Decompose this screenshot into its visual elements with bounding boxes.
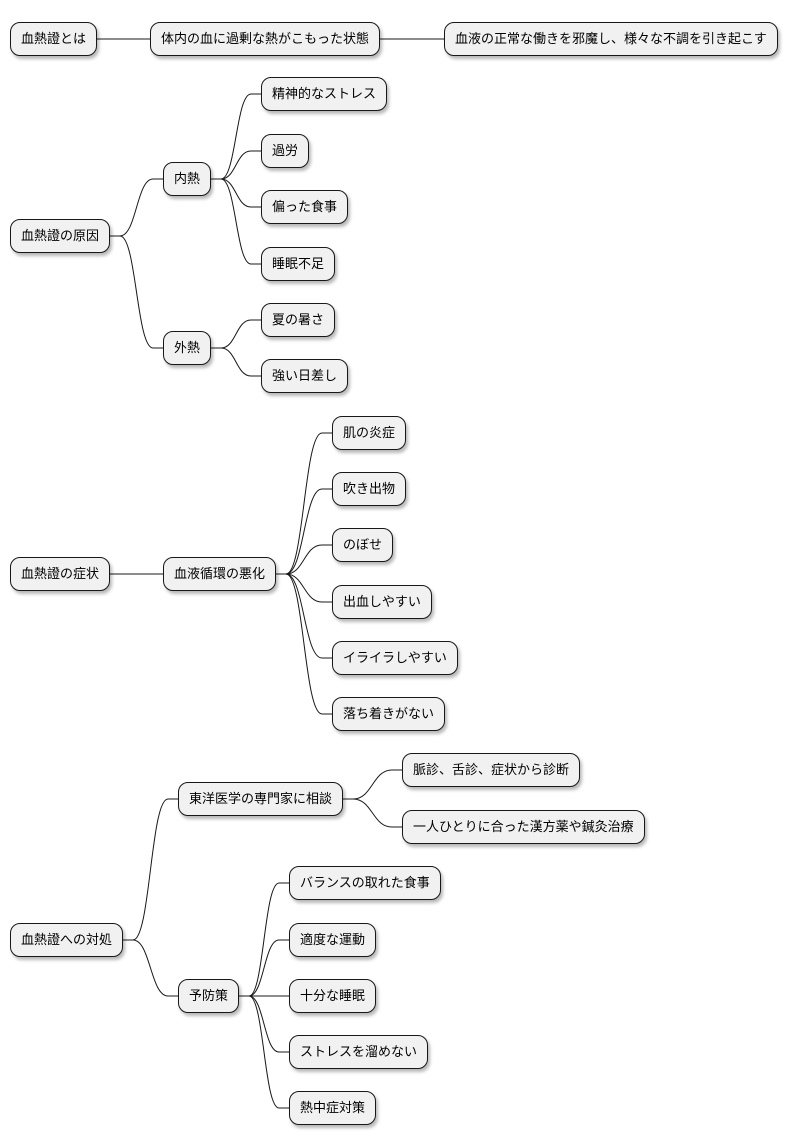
- node-custom-therapy: 一人ひとりに合った漢方薬や鍼灸治療: [402, 810, 645, 844]
- node-cause-sun: 強い日差し: [261, 359, 349, 393]
- node-circulation: 血液循環の悪化: [163, 557, 277, 591]
- node-external-heat: 外熱: [163, 331, 212, 365]
- connector-line: [211, 319, 261, 349]
- node-prevent-diet: バランスの取れた食事: [289, 866, 441, 900]
- connector-line: [239, 995, 289, 1053]
- node-internal-heat: 内熱: [163, 162, 212, 196]
- node-symptom-hotflash: のぼせ: [332, 528, 394, 562]
- connector-line: [211, 150, 261, 180]
- connector-line: [123, 939, 178, 997]
- node-causes: 血熱證の原因: [10, 219, 111, 253]
- connector-line: [239, 882, 289, 997]
- connector-line: [343, 798, 402, 828]
- node-prevent-sleep: 十分な睡眠: [289, 979, 377, 1013]
- connector-line: [211, 93, 261, 180]
- node-consult: 東洋医学の専門家に相談: [178, 782, 344, 816]
- connector-line: [276, 544, 332, 575]
- node-diagnosis: 脈診、舌診、症状から診断: [402, 753, 581, 787]
- connector-line: [211, 178, 261, 208]
- node-symptom-restless: 落ち着きがない: [332, 697, 446, 731]
- node-definition-effect: 血液の正常な働きを邪魔し、様々な不調を引き起こす: [444, 22, 778, 56]
- connector-line: [110, 235, 163, 349]
- node-cause-diet: 偏った食事: [261, 190, 349, 224]
- connector-line: [211, 347, 261, 377]
- connector-line: [110, 178, 163, 237]
- node-prevent-stress: ストレスを溜めない: [289, 1035, 429, 1069]
- connector-line: [276, 488, 332, 575]
- connector-line: [276, 432, 332, 575]
- connector-line: [239, 939, 289, 997]
- node-cause-stress: 精神的なストレス: [261, 77, 388, 111]
- node-definition: 体内の血に過剰な熱がこもった状態: [150, 22, 381, 56]
- connector-line: [123, 798, 178, 941]
- connector-line: [239, 995, 289, 1109]
- node-cause-summer: 夏の暑さ: [261, 303, 336, 337]
- node-what-is: 血熱證とは: [10, 22, 98, 56]
- node-prevent-exercise: 適度な運動: [289, 923, 377, 957]
- node-symptom-bleeding: 出血しやすい: [332, 585, 432, 619]
- node-cause-overwork: 過労: [261, 134, 310, 168]
- connector-line: [211, 178, 261, 265]
- node-prevention: 予防策: [178, 979, 240, 1013]
- connector-line: [276, 573, 332, 715]
- node-cause-sleep: 睡眠不足: [261, 247, 336, 281]
- node-treatment: 血熱證への対処: [10, 923, 124, 957]
- node-symptoms: 血熱證の症状: [10, 557, 111, 591]
- node-prevent-heatstroke: 熱中症対策: [289, 1091, 377, 1125]
- node-symptom-skin: 肌の炎症: [332, 416, 407, 450]
- node-symptom-pimples: 吹き出物: [332, 472, 407, 506]
- connector-line: [343, 769, 402, 800]
- node-symptom-irritable: イライラしやすい: [332, 641, 458, 675]
- connector-line: [276, 573, 332, 603]
